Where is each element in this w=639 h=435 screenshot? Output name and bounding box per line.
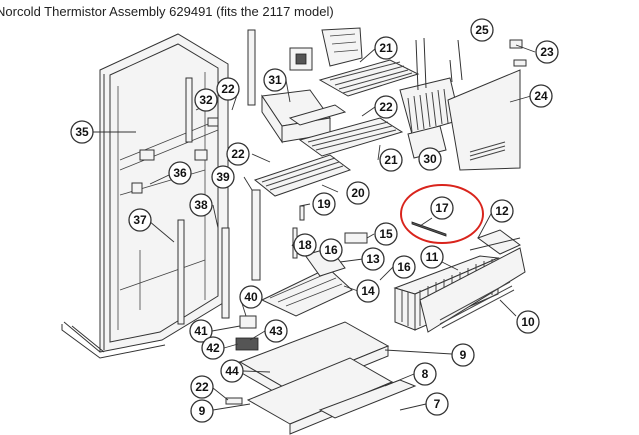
callout-39: 39 (211, 165, 235, 189)
leader-lines (93, 44, 536, 411)
callout-label: 7 (434, 397, 441, 411)
callout-8: 8 (413, 362, 437, 386)
callout-label: 42 (206, 341, 220, 355)
callout-label: 14 (361, 284, 375, 298)
callout-13: 13 (361, 247, 385, 271)
callout-15: 15 (374, 222, 398, 246)
callout-label: 21 (384, 153, 398, 167)
callout-22c: 22 (226, 142, 250, 166)
callout-11: 11 (420, 245, 444, 269)
callout-label: 40 (244, 290, 258, 304)
callout-40: 40 (239, 285, 263, 309)
callout-label: 10 (521, 315, 535, 329)
callout-label: 9 (199, 404, 206, 418)
ice-maker (289, 27, 363, 71)
callout-label: 20 (351, 186, 365, 200)
callout-31: 31 (263, 68, 287, 92)
cooling-unit (399, 37, 527, 171)
callout-10: 10 (516, 310, 540, 334)
callout-32: 32 (194, 88, 218, 112)
ice-bin (261, 89, 331, 144)
callout-30: 30 (418, 147, 442, 171)
callout-42: 42 (201, 336, 225, 360)
callout-21: 21 (374, 36, 398, 60)
wire-shelves (253, 59, 420, 197)
callout-label: 22 (379, 100, 393, 114)
callout-37: 37 (128, 208, 152, 232)
callout-22: 22 (216, 77, 240, 101)
callout-36: 36 (168, 161, 192, 185)
thermistor-part (411, 221, 447, 237)
callout-label: 44 (225, 364, 239, 378)
callout-label: 38 (194, 198, 208, 212)
callout-label: 43 (269, 324, 283, 338)
callout-16b: 16 (392, 255, 416, 279)
callout-label: 9 (460, 348, 467, 362)
callout-label: 32 (199, 93, 213, 107)
callout-label: 12 (495, 204, 509, 218)
callout-label: 8 (422, 367, 429, 381)
callout-label: 16 (397, 260, 411, 274)
callout-21b: 21 (379, 148, 403, 172)
callout-label: 41 (194, 324, 208, 338)
callout-16: 16 (319, 238, 343, 262)
callout-label: 37 (133, 213, 147, 227)
callout-label: 22 (231, 147, 245, 161)
callout-9: 9 (451, 343, 475, 367)
image-caption-title: Norcold Thermistor Assembly 629491 (fits… (0, 4, 334, 19)
callout-label: 39 (216, 170, 230, 184)
callout-7: 7 (425, 392, 449, 416)
callout-22b: 22 (374, 95, 398, 119)
callout-18: 18 (293, 233, 317, 257)
callout-label: 30 (423, 152, 437, 166)
callout-9b: 9 (190, 399, 214, 423)
refrigerator-cabinet (61, 33, 229, 359)
callout-label: 23 (540, 45, 554, 59)
callout-label: 16 (324, 243, 338, 257)
callout-label: 18 (298, 238, 312, 252)
callout-41: 41 (189, 319, 213, 343)
callout-label: 31 (268, 73, 282, 87)
lower-drawers (238, 321, 417, 435)
callout-19: 19 (312, 192, 336, 216)
callout-44: 44 (220, 359, 244, 383)
highlight-ellipse (400, 184, 484, 244)
callout-label: 24 (534, 89, 548, 103)
callout-22d: 22 (190, 375, 214, 399)
callout-label: 13 (366, 252, 380, 266)
callout-23: 23 (535, 40, 559, 64)
callout-38: 38 (189, 193, 213, 217)
callout-label: 19 (317, 197, 331, 211)
callout-label: 15 (379, 227, 393, 241)
callout-17: 17 (430, 196, 454, 220)
callout-label: 35 (75, 125, 89, 139)
callout-35: 35 (70, 120, 94, 144)
crisper-assembly (393, 229, 526, 333)
callout-43: 43 (264, 319, 288, 343)
callout-20: 20 (346, 181, 370, 205)
callout-label: 22 (221, 82, 235, 96)
callout-25: 25 (470, 18, 494, 42)
callout-label: 11 (426, 250, 439, 264)
callout-label: 25 (475, 23, 489, 37)
callout-label: 21 (379, 41, 393, 55)
callout-12: 12 (490, 199, 514, 223)
callout-14: 14 (356, 279, 380, 303)
callout-24: 24 (529, 84, 553, 108)
callout-label: 17 (435, 201, 449, 215)
callout-label: 36 (173, 166, 187, 180)
door-strips (177, 29, 261, 325)
callout-label: 22 (195, 380, 209, 394)
